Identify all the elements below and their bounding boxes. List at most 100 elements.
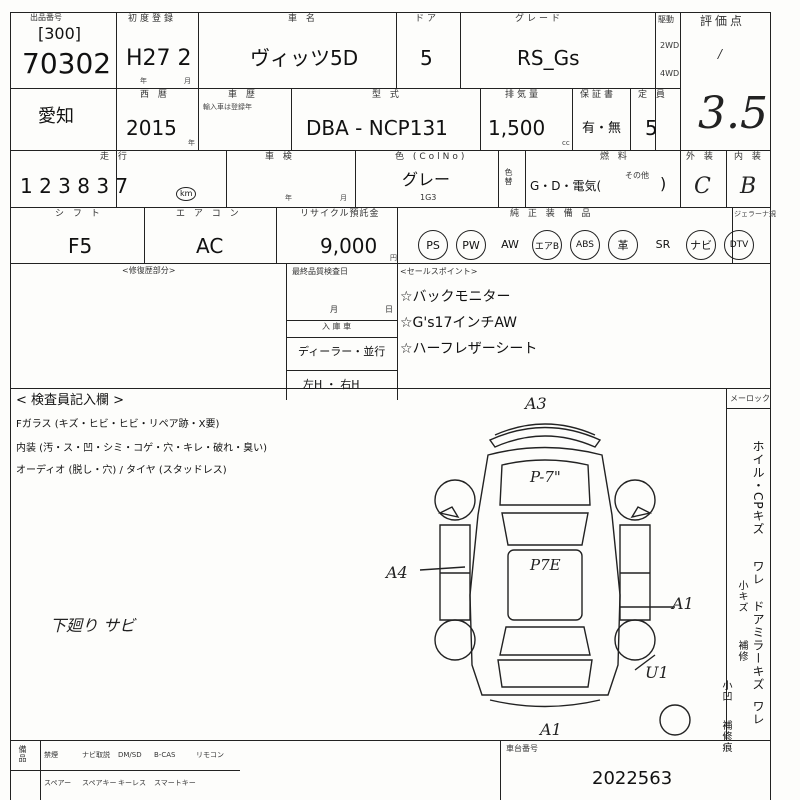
accessory-2: DM/SD [118, 751, 142, 759]
legend-repair: 補修 [736, 640, 747, 662]
first-registration: H27 2 [126, 46, 192, 71]
damage-mark-roof: P7E [530, 556, 561, 574]
first-reg-year-unit: 年 [140, 77, 147, 85]
legend-small-scratch: 小キズ [736, 580, 747, 613]
first-reg-label: 初度登録 [128, 14, 177, 24]
grade-value: RS_Gs [517, 46, 580, 70]
legend-repair-trace: 補修痕 [720, 720, 731, 753]
model-year: 2015 [126, 116, 177, 140]
score-tick-mark: / [718, 47, 723, 61]
exterior-grade: C [694, 174, 711, 199]
model-name: ヴィッツ5D [250, 46, 359, 70]
body-number: 2022563 [592, 768, 673, 789]
shaken-year-unit: 年 [285, 194, 292, 202]
inspection-title: < 検査員記入欄 > [16, 393, 125, 408]
type-code: DBA - NCP131 [306, 116, 448, 140]
lane-number: [300] [38, 24, 82, 43]
history-label: 車 歴 [228, 90, 258, 100]
accessory-3: B-CAS [154, 751, 176, 759]
recycle-fee: 9,000 [320, 234, 378, 258]
sales-point-label: <セールスポイント> [400, 267, 478, 276]
body-no-label: 車台番号 [506, 744, 538, 753]
accessories-label: 備品 [18, 745, 27, 763]
accessory-row2-3: スマートキー [154, 779, 196, 787]
damage-mark-left: A4 [386, 563, 408, 582]
sales-point-1: ☆バックモニター [400, 289, 511, 305]
accessory-0: 禁煙 [44, 751, 58, 759]
accessory-row2-1: スペアキー [82, 779, 117, 787]
equipment-8: DTV [724, 230, 754, 260]
equipment-1: PW [456, 230, 486, 260]
damage-mark-rear: A1 [540, 720, 562, 739]
accessory-4: リモコン [196, 751, 224, 759]
equipment-7: ナビ [686, 230, 716, 260]
memo-label: メーロック [730, 394, 770, 403]
equipment-label: 純 正 装 備 品 [510, 209, 594, 219]
seats-value: 5 [645, 116, 658, 140]
underbody-handwritten: 下廻り サビ [50, 616, 136, 635]
score-label: 評価点 [700, 14, 746, 28]
legend-small-dent: 小凹 [720, 680, 731, 702]
model-label: 車 名 [288, 14, 318, 24]
damage-mark-right: A1 [672, 594, 694, 613]
mileage-value: 1 2 3 8 3 7 [20, 174, 129, 198]
history-sublabel: 輸入車は登録年 [203, 103, 252, 111]
color-code: 1G3 [420, 193, 437, 202]
accessory-row2-2: キーレス [118, 779, 146, 787]
audio-tire-note: オーディオ (脱し・穴) / タイヤ (スタッドレス) [16, 465, 227, 476]
doors-value: 5 [420, 46, 433, 70]
color-value: グレー [402, 170, 451, 189]
date-month-unit: 月 [330, 305, 338, 314]
fuel-close-paren: ) [660, 174, 667, 193]
interior-note: 内装 (汚・ス・凹・シミ・コゲ・穴・キレ・破れ・臭い) [16, 443, 267, 454]
type-label: 型 式 [372, 90, 402, 100]
glass-note: Fガラス (キズ・ヒビ・ヒビ・リペア跡・X要) [16, 419, 220, 430]
score-handwritten: 3.5 [698, 88, 768, 139]
lane-label: 出品番号 [30, 13, 62, 22]
fuel-other-label: その他 [625, 171, 649, 180]
model-year-unit: 年 [188, 139, 195, 147]
handle-side: 左H ・ 右H [303, 378, 360, 391]
exterior-label: 外 装 [686, 152, 716, 162]
warranty-label: 保証書 [580, 90, 617, 100]
entry-label: 入 庫 車 [322, 322, 352, 331]
drive-label: 駆動 [658, 15, 674, 24]
year-label: 西 暦 [140, 90, 170, 100]
lot-number: 70302 [22, 47, 112, 80]
displacement: 1,500 [488, 116, 546, 140]
sales-point-3: ☆ハーフレザーシート [400, 341, 538, 357]
seats-label: 定 員 [638, 90, 668, 100]
drive-4wd: 4WD [660, 69, 680, 78]
damage-mark-hood: P-7" [530, 468, 561, 486]
sales-point-2: ☆G's17インチAW [400, 315, 518, 331]
equipment-4: ABS [570, 230, 600, 260]
fuel-label: 燃 料 [600, 152, 630, 162]
damage-mark-rear-right: U1 [645, 663, 669, 682]
shift-value: F5 [68, 234, 93, 258]
ac-value: AC [196, 234, 224, 258]
shift-label: シ フ ト [55, 209, 103, 219]
diesel-label: ジェラーナ規 [734, 210, 776, 218]
grade-label: グレード [515, 14, 564, 24]
repair-label: <修復歴部分> [122, 266, 176, 275]
car-damage-diagram [419, 423, 691, 736]
warranty-value: 有・無 [582, 121, 622, 136]
yen-unit: 円 [390, 254, 397, 262]
date-day-unit: 日 [385, 305, 393, 314]
interior-label: 内 装 [734, 152, 764, 162]
accessory-1: ナビ取説 [82, 751, 110, 759]
entry-value: ディーラー・並行 [298, 345, 386, 358]
accessory-row2-0: スペアー [44, 779, 72, 787]
displacement-label: 排気量 [505, 90, 542, 100]
legend-crack-1: ワレ [751, 560, 765, 586]
damage-mark-front: A3 [525, 394, 547, 413]
km-unit: km [176, 187, 197, 201]
ac-label: エ ア コ ン [176, 209, 242, 219]
equipment-5: 革 [608, 230, 638, 260]
doors-label: ドア [415, 14, 440, 24]
color-change-label: 色替 [504, 168, 513, 186]
equipment-3: エアB [532, 230, 562, 260]
legend-mirror: ドアミラーキズ [751, 600, 765, 691]
legend-wheel: ホイル・CPキズ [751, 440, 765, 536]
region: 愛知 [38, 106, 74, 127]
